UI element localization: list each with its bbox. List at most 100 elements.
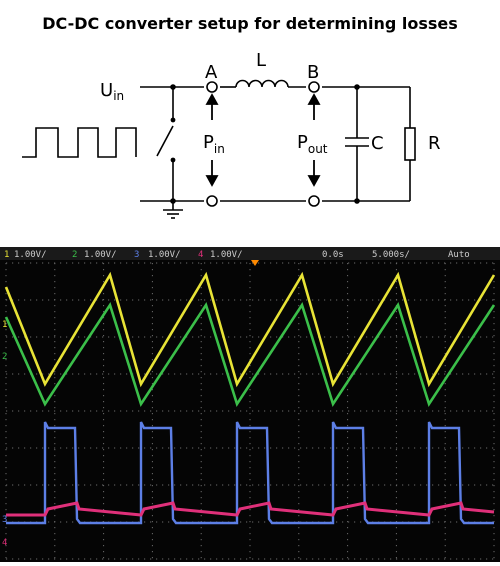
grid-dot	[48, 336, 50, 338]
grid-dot	[174, 447, 176, 449]
grid-dot	[444, 419, 446, 421]
grid-dot	[348, 299, 350, 301]
grid-dot	[138, 336, 140, 338]
grid-dot	[18, 262, 20, 264]
grid-dot	[249, 293, 251, 295]
grid-dot	[103, 395, 105, 397]
grid-dot	[480, 447, 482, 449]
grid-dot	[200, 557, 202, 559]
grid-dot	[462, 262, 464, 264]
grid-dot	[240, 447, 242, 449]
grid-dot	[444, 479, 446, 481]
grid-dot	[103, 533, 105, 535]
grid-dot	[240, 262, 242, 264]
grid-dot	[298, 395, 300, 397]
grid-dot	[234, 299, 236, 301]
grid-dot	[298, 323, 300, 325]
grid-dot	[493, 341, 495, 343]
ch2-marker: 2	[2, 352, 7, 362]
grid-dot	[228, 410, 230, 412]
grid-dot	[234, 336, 236, 338]
grid-dot	[96, 447, 98, 449]
grid-dot	[493, 557, 495, 559]
grid-dot	[249, 275, 251, 277]
grid-dot	[395, 443, 397, 445]
grid-dot	[395, 437, 397, 439]
grid-dot	[324, 484, 326, 486]
grid-dot	[493, 467, 495, 469]
grid-dot	[298, 275, 300, 277]
grid-dot	[298, 491, 300, 493]
grid-dot	[151, 281, 153, 283]
grid-dot	[276, 373, 278, 375]
grid-dot	[150, 558, 152, 560]
grid-dot	[54, 335, 56, 337]
grid-dot	[151, 359, 153, 361]
ch3-scale: 1.00V/	[148, 250, 181, 260]
grid-dot	[5, 539, 7, 541]
grid-dot	[366, 558, 368, 560]
grid-dot	[493, 377, 495, 379]
grid-dot	[270, 336, 272, 338]
grid-dot	[54, 539, 56, 541]
grid-dot	[156, 373, 158, 375]
grid-dot	[395, 545, 397, 547]
grid-dot	[200, 509, 202, 511]
grid-dot	[200, 347, 202, 349]
grid-dot	[395, 329, 397, 331]
grid-dot	[462, 299, 464, 301]
grid-dot	[444, 299, 446, 301]
grid-dot	[210, 410, 212, 412]
grid-dot	[151, 437, 153, 439]
grid-dot	[103, 539, 105, 541]
grid-dot	[114, 299, 116, 301]
grid-dot	[156, 447, 158, 449]
grid-dot	[468, 262, 470, 264]
grid-dot	[395, 287, 397, 289]
grid-dot	[395, 389, 397, 391]
grid-dot	[348, 521, 350, 523]
grid-dot	[66, 262, 68, 264]
grid-dot	[493, 359, 495, 361]
grid-dot	[444, 383, 446, 385]
grid-dot	[30, 262, 32, 264]
grid-dot	[151, 353, 153, 355]
grid-dot	[300, 447, 302, 449]
grid-dot	[493, 527, 495, 529]
grid-dot	[200, 323, 202, 325]
grid-dot	[354, 558, 356, 560]
grid-dot	[120, 262, 122, 264]
grid-dot	[228, 262, 230, 264]
grid-dot	[347, 407, 349, 409]
grid-dot	[246, 262, 248, 264]
grid-dot	[298, 479, 300, 481]
grid-dot	[90, 484, 92, 486]
grid-dot	[200, 497, 202, 499]
grid-dot	[5, 359, 7, 361]
square-wave-symbol	[22, 127, 137, 158]
grid-dot	[347, 461, 349, 463]
trigger-position-marker	[251, 260, 259, 266]
grid-dot	[249, 407, 251, 409]
grid-dot	[426, 447, 428, 449]
grid-dot	[144, 558, 146, 560]
grid-dot	[312, 299, 314, 301]
grid-dot	[462, 373, 464, 375]
grid-dot	[493, 263, 495, 265]
grid-dot	[480, 373, 482, 375]
grid-dot	[493, 329, 495, 331]
grid-dot	[90, 336, 92, 338]
grid-dot	[103, 557, 105, 559]
grid-dot	[298, 533, 300, 535]
grid-dot	[42, 558, 44, 560]
grid-dot	[444, 533, 446, 535]
grid-dot	[426, 299, 428, 301]
grid-dot	[395, 341, 397, 343]
grid-dot	[396, 299, 398, 301]
grid-dot	[347, 323, 349, 325]
grid-dot	[200, 455, 202, 457]
grid-dot	[240, 336, 242, 338]
uin-label: Uin	[100, 80, 124, 103]
grid-dot	[36, 299, 38, 301]
grid-dot	[444, 437, 446, 439]
